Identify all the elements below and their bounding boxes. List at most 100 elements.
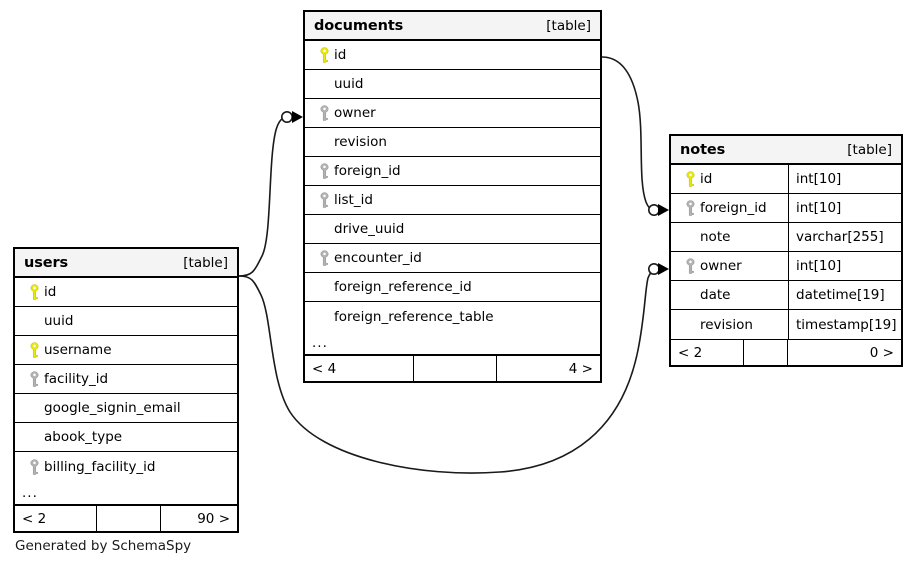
column-name-cell: date <box>671 281 788 309</box>
table-name: users <box>24 254 69 271</box>
column-row-date[interactable]: date datetime[19] <box>671 281 901 310</box>
column-row-id[interactable]: id int[10] <box>671 165 901 194</box>
column-label: note <box>700 229 731 245</box>
column-name-cell: revision <box>305 128 600 156</box>
column-row-foreign_id[interactable]: foreign_id <box>305 157 600 186</box>
table-header-notes: notes[table] <box>671 136 901 165</box>
more-columns-ellipsis: ... <box>15 481 237 505</box>
column-label: id <box>44 284 57 300</box>
column-row-foreign_reference_id[interactable]: foreign_reference_id <box>305 273 600 302</box>
column-row-list_id[interactable]: list_id <box>305 186 600 215</box>
table-type-tag: [table] <box>546 17 591 34</box>
column-label: owner <box>700 258 742 274</box>
incoming-relationship-count: < 2 <box>678 344 703 361</box>
column-row-id[interactable]: id <box>15 278 237 307</box>
column-name-cell: billing_facility_id <box>15 452 237 481</box>
column-name-cell: uuid <box>305 70 600 98</box>
column-name-cell: id <box>305 41 600 69</box>
arrowhead <box>658 204 669 216</box>
column-name-cell: foreign_reference_table <box>305 302 600 331</box>
column-row-drive_uuid[interactable]: drive_uuid <box>305 215 600 244</box>
column-row-abook_type[interactable]: abook_type <box>15 423 237 452</box>
column-row-revision[interactable]: revision <box>305 128 600 157</box>
column-name-cell: drive_uuid <box>305 215 600 243</box>
foreign-key-icon <box>314 192 334 208</box>
column-name-cell: google_signin_email <box>15 394 237 422</box>
column-name-cell: id <box>15 278 237 306</box>
column-row-foreign_reference_table[interactable]: foreign_reference_table <box>305 302 600 331</box>
footer-middle-cell <box>413 356 497 381</box>
column-row-owner[interactable]: owner int[10] <box>671 252 901 281</box>
column-label: revision <box>700 316 753 333</box>
foreign-key-icon <box>24 371 44 387</box>
generated-by-note: Generated by SchemaSpy <box>15 538 192 554</box>
arrowhead <box>658 263 669 275</box>
table-header-users: users[table] <box>15 249 237 278</box>
column-name-cell: id <box>671 165 788 193</box>
footer-middle-cell <box>96 506 161 531</box>
column-name-cell: uuid <box>15 307 237 335</box>
column-name-cell: owner <box>305 99 600 127</box>
column-type-cell: int[10] <box>788 252 901 280</box>
column-row-facility_id[interactable]: facility_id <box>15 365 237 394</box>
column-type-cell: timestamp[19] <box>788 310 901 339</box>
column-name-cell: abook_type <box>15 423 237 451</box>
column-name-cell: foreign_id <box>671 194 788 222</box>
column-name-cell: owner <box>671 252 788 280</box>
column-name-cell: note <box>671 223 788 251</box>
column-label: uuid <box>44 313 74 329</box>
table-documents[interactable]: documents [table] id uuid owner revision forei… <box>303 10 602 383</box>
arrowhead <box>292 111 303 123</box>
column-row-username[interactable]: username <box>15 336 237 365</box>
more-columns-ellipsis: ... <box>305 331 600 355</box>
column-label: encounter_id <box>334 250 422 266</box>
column-label: id <box>700 171 713 187</box>
table-type-tag: [table] <box>847 141 892 158</box>
column-row-billing_facility_id[interactable]: billing_facility_id <box>15 452 237 481</box>
column-row-uuid[interactable]: uuid <box>305 70 600 99</box>
column-type-cell: int[10] <box>788 165 901 193</box>
column-label: id <box>334 47 347 63</box>
crowsfoot-optional-marker <box>647 262 660 275</box>
column-label: owner <box>334 105 376 121</box>
column-row-owner[interactable]: owner <box>305 99 600 128</box>
column-label: revision <box>334 134 387 150</box>
column-row-revision[interactable]: revision timestamp[19] <box>671 310 901 339</box>
column-name-cell: revision <box>671 310 788 339</box>
column-row-uuid[interactable]: uuid <box>15 307 237 336</box>
foreign-key-icon <box>314 250 334 266</box>
column-name-cell: username <box>15 336 237 364</box>
primary-key-icon <box>24 342 44 358</box>
column-label: billing_facility_id <box>44 458 156 475</box>
primary-key-icon <box>24 284 44 300</box>
column-label: list_id <box>334 192 373 208</box>
foreign-key-icon <box>680 258 700 274</box>
column-name-cell: facility_id <box>15 365 237 393</box>
outgoing-relationship-count: 90 > <box>197 510 230 527</box>
column-name-cell: foreign_reference_id <box>305 273 600 301</box>
column-name-cell: foreign_id <box>305 157 600 185</box>
column-label: username <box>44 342 112 358</box>
column-label: foreign_reference_table <box>334 308 494 325</box>
column-label: abook_type <box>44 429 123 445</box>
column-label: foreign_id <box>700 200 767 216</box>
crowsfoot-optional-marker <box>647 204 660 217</box>
column-label: google_signin_email <box>44 400 181 416</box>
column-type-cell: datetime[19] <box>788 281 901 309</box>
foreign-key-icon <box>314 163 334 179</box>
column-label: date <box>700 287 731 303</box>
column-row-google_signin_email[interactable]: google_signin_email <box>15 394 237 423</box>
table-name: documents <box>314 17 404 34</box>
outgoing-relationship-count: 0 > <box>869 344 894 361</box>
column-row-encounter_id[interactable]: encounter_id <box>305 244 600 273</box>
column-row-id[interactable]: id <box>305 41 600 70</box>
table-footer-notes: < 2 0 > <box>671 339 901 365</box>
column-name-cell: list_id <box>305 186 600 214</box>
